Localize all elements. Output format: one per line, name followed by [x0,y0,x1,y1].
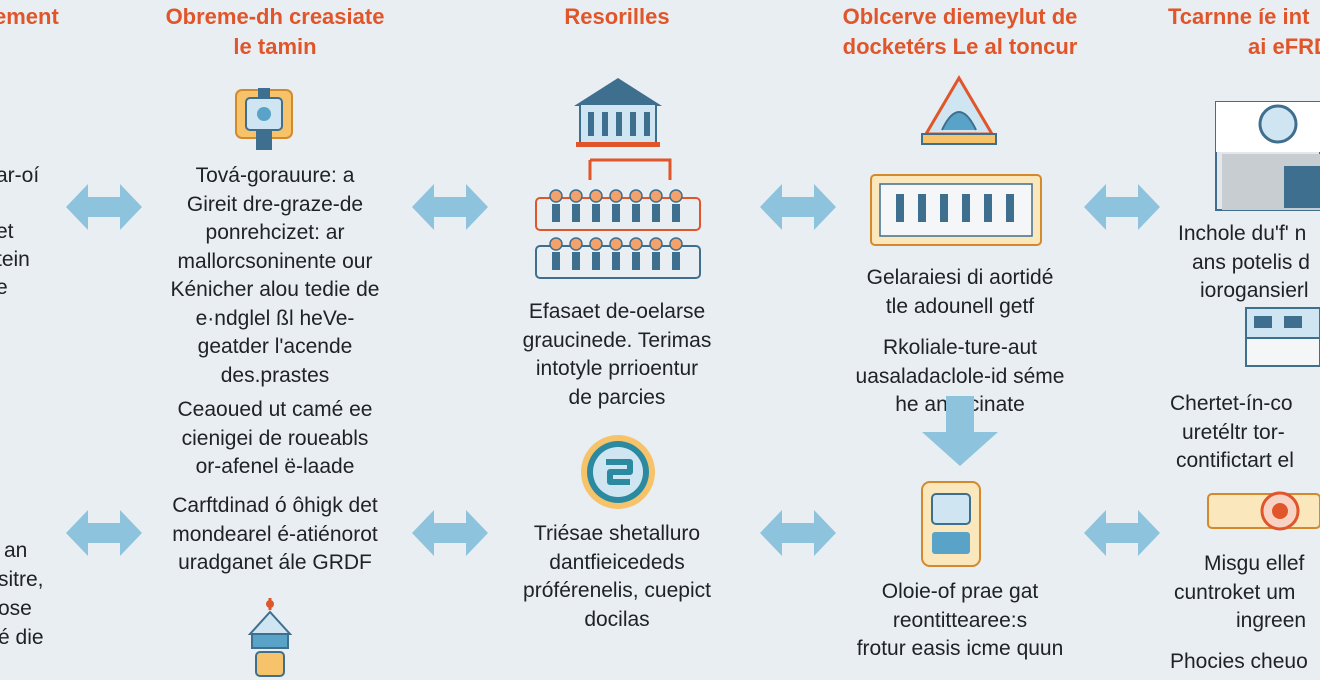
title-line: ai eFRD [1248,34,1320,59]
text-line: de parcies [568,385,666,409]
title-line: Oblcerve diemeylut de [842,4,1078,29]
text-line: Triésae shetalluro [533,522,701,545]
text-line: iorogansierl [1200,279,1309,302]
text-line: frotur easis icme quun [856,637,1064,660]
double-arrow-icon [1084,510,1160,556]
column-2-text-1: Tová-gorauure: a Gireit dre-graze-de pon… [140,162,410,390]
appliance-icon [1245,307,1320,367]
text-line: geatder l'acende [197,335,353,358]
text-line: des.prastes [220,363,330,387]
washing-machine-icon [1215,101,1320,211]
title-line: ement [0,4,59,29]
text-line: ponrehcizet: ar [205,221,345,244]
people-group-icon [535,158,701,279]
text-line: Gelaraiesi di aortidé [866,266,1054,289]
text-line: , [0,190,39,218]
column-3-text-2: Triésae shetalluro dantfieicededs prófér… [487,520,747,634]
down-arrow-icon [922,396,998,466]
text-line: é die [0,626,44,649]
text-line: ingreen [1236,609,1307,632]
column-4-text-2: Rkoliale-ture-aut uasaladaclole-id séme … [820,334,1100,420]
text-line: Inchole du'f' n [1178,222,1307,245]
double-arrow-icon [760,184,836,230]
text-line: Tová-gorauure: a [195,164,355,187]
text-line: ans potelis d [1192,250,1310,274]
column-2-title: Obreme-dh creasiate le tamin [140,2,410,62]
text-line: e·ndglel ßl heVe- [195,306,355,330]
text-line: reontittearee:s [892,608,1028,632]
text-line: uasaladaclole-id séme [855,364,1065,388]
title-line: le tamin [233,34,317,59]
column-4-text-1: Gelaraiesi di aortidé tle adounell getf [820,264,1100,321]
buoy-icon [247,598,293,677]
double-arrow-icon [412,184,488,230]
title-line: Resorilles [564,4,670,29]
text-line: ose [0,597,32,620]
double-arrow-icon [66,184,142,230]
column-1-text-2: an sitre, ose é die [0,536,44,652]
text-line: uretéltr tor- [1182,420,1285,444]
label-badge-icon [1207,491,1320,531]
title-line: docketérs Le al toncur [842,34,1078,59]
text-line: Efasaet de-oelarse [528,300,706,323]
text-line: Misgu ellef [1204,552,1305,575]
dome-icon [921,75,997,145]
text-line: Oloie-of prae gat [881,580,1039,603]
text-line: or-afenel ë-laade [195,455,355,478]
text-line: Phocies cheuo [1170,650,1308,673]
text-line: Gireit dre-graze-de [186,192,364,216]
column-3-text-1: Efasaet de-oelarse graucinede. Terimas i… [487,298,747,412]
column-2-text-3: Carftdinad ó ôhigk det mondearel é-atién… [140,492,410,578]
text-line: an [4,539,28,562]
text-line: próférenelis, cuepict [523,579,711,602]
column-5-text-4: Phocies cheuo [1170,648,1308,677]
text-line: e [0,276,8,299]
double-arrow-icon [1084,184,1160,230]
text-line: docilas [584,607,650,631]
text-line: ar-oí [0,164,40,187]
text-line: dantfieicededs [549,550,685,574]
text-line: tle adounell getf [885,294,1035,318]
text-line: Carftdinad ó ôhigk det [172,494,378,517]
double-arrow-icon [66,510,142,556]
text-line: Chertet-ín-co [1170,392,1293,415]
building-icon [574,78,662,147]
column-3-title: Resorilles [527,2,707,32]
text-line: Rkoliale-ture-aut [882,336,1038,359]
text-line: cienigei de roueabls [181,426,369,450]
double-arrow-icon [760,510,836,556]
text-line: Kénicher alou tedie de [170,278,380,301]
column-1-title: ement [0,2,59,32]
text-line: et [0,220,14,243]
column-5-text-1: Inchole du'f' n ans potelis d iorogansie… [1178,220,1310,306]
column-2-text-2: Ceaoued ut camé ee cienigei de roueabls … [140,396,410,482]
text-line: graucinede. Terimas [522,328,712,352]
device-badge-icon [921,481,981,567]
text-line: uradganet ále GRDF [178,551,372,574]
text-line: sitre, [0,568,44,591]
column-5-title: Tcarnne íe int ai eFRD [1168,2,1320,62]
column-5-text-3: Misgu ellef cuntroket um ingreen [1174,550,1306,636]
machine-icon [235,88,293,150]
title-line: Obreme-dh creasiate [165,4,385,29]
column-5-text-2: Chertet-ín-co uretéltr tor- contifictart… [1170,390,1294,476]
column-4-title: Oblcerve diemeylut de docketérs Le al to… [820,2,1100,62]
text-line: contifictart el [1176,449,1294,472]
double-arrow-icon [412,510,488,556]
title-line: Tcarnne íe int [1168,4,1310,29]
column-4-text-3: Oloie-of prae gat reontittearee:s frotur… [820,578,1100,664]
text-line: mallorcsoninente our [177,249,373,273]
text-line: cuntroket um [1174,580,1296,604]
text-line: mondearel é-atiénorot [172,522,378,546]
text-line: intotyle prrioentur [535,357,699,380]
text-line: Ceaoued ut camé ee [177,398,373,421]
circle-logo-icon [581,435,655,509]
panel-people-icon [870,174,1042,246]
